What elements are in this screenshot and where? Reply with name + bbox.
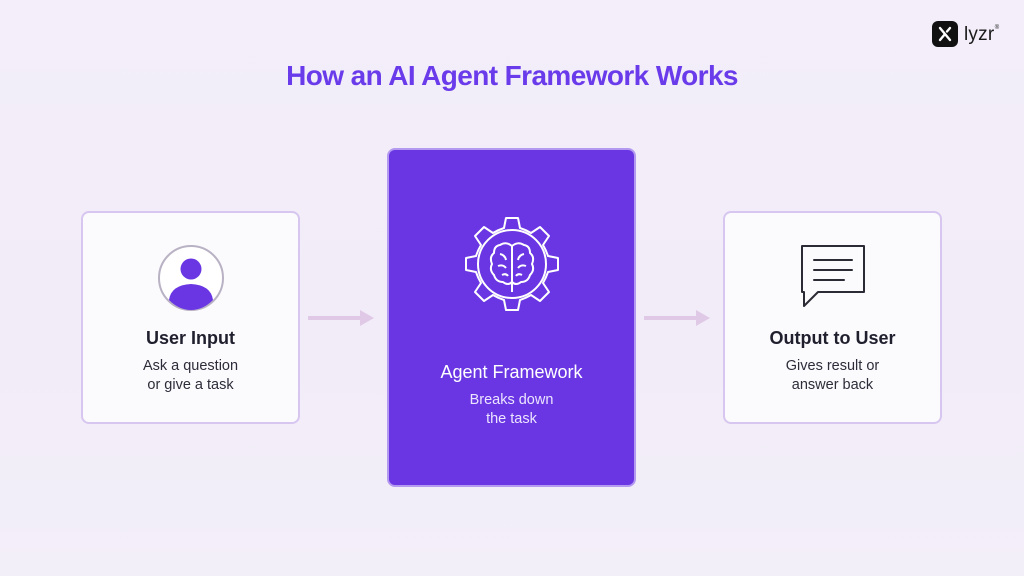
user-avatar-icon [157,244,225,312]
lyzr-logo-icon [932,21,958,47]
arrow-right-icon [308,310,374,326]
card-title: Agent Framework [440,362,583,382]
diagram-title: How an AI Agent Framework Works [286,60,738,91]
card-description-line: the task [486,411,537,427]
card-title: User Input [145,328,235,348]
chat-message-icon [798,242,868,312]
brand-logo: lyzr® [932,21,1000,47]
gear-brain-icon [456,208,568,320]
card-description-line: or give a task [147,377,234,393]
output-to-user-card: Output to User Gives result or answer ba… [723,211,942,424]
user-input-card: User Input Ask a question or give a task [81,211,300,424]
brand-name: lyzr® [964,23,1000,45]
card-description: Ask a question or give a task [143,357,238,395]
card-title: Output to User [769,328,896,348]
card-description: Breaks down the task [470,391,554,429]
arrow-right-icon [644,310,710,326]
brand-trademark: ® [994,24,1000,31]
card-description-line: answer back [791,377,874,393]
card-description-line: Gives result or [785,358,880,374]
agent-framework-card: Agent Framework Breaks down the task [387,148,636,487]
card-description-line: Breaks down [469,392,554,408]
card-description: Gives result or answer back [786,357,879,395]
card-description-line: Ask a question [142,358,239,374]
